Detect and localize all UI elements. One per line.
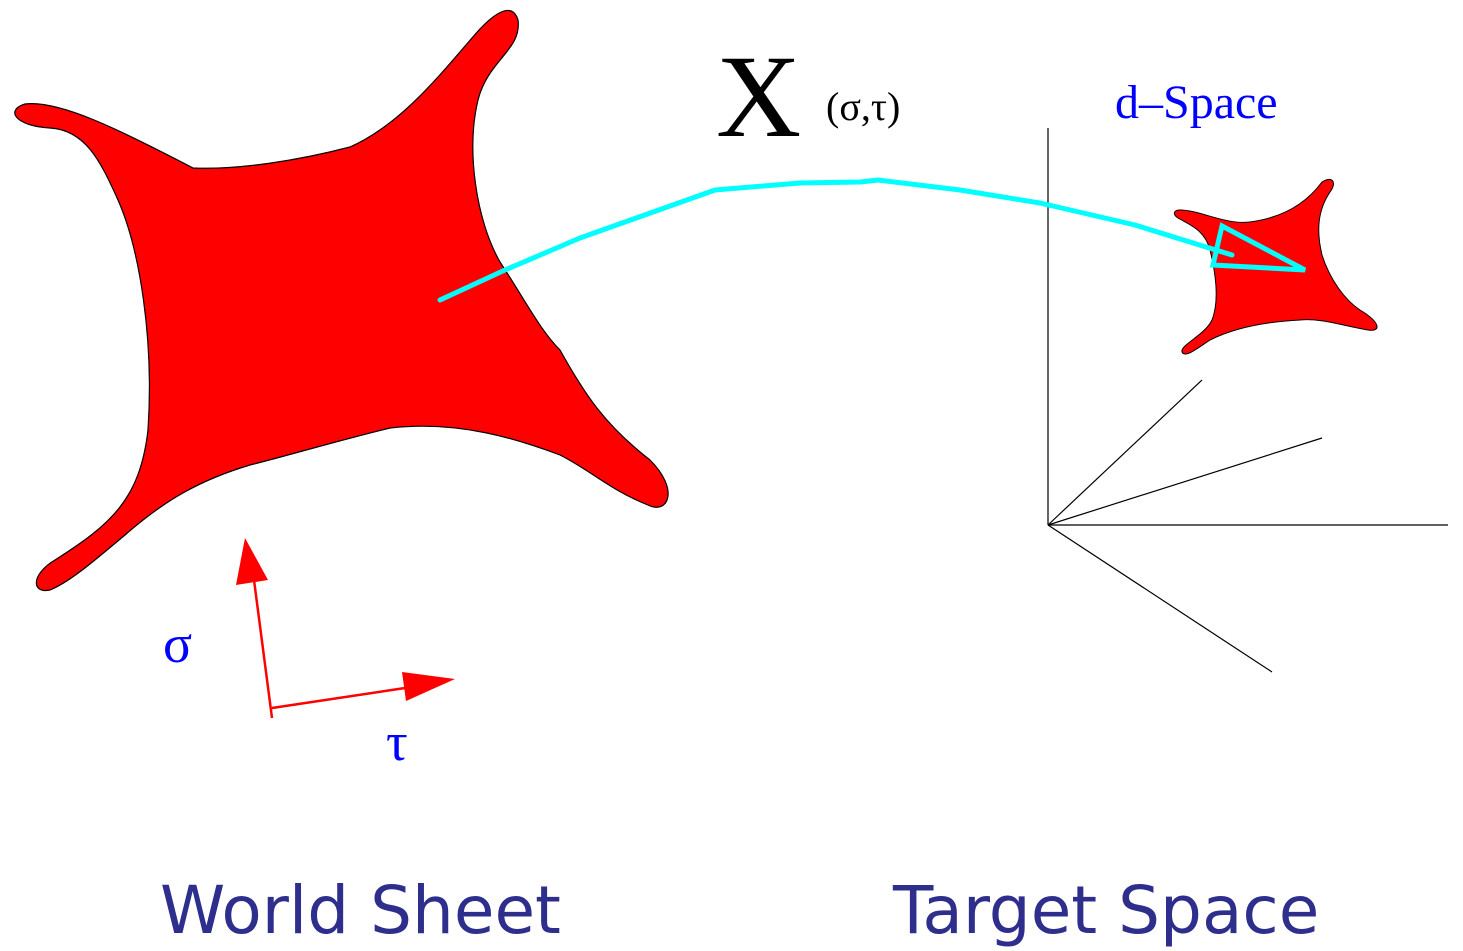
d-space-label: d–Space — [1115, 76, 1278, 129]
map-arguments-label: (σ,τ) — [826, 84, 900, 129]
embedding-map-arrow — [437, 177, 1307, 303]
sigma-axis-line — [252, 579, 274, 719]
tau-label: τ — [386, 712, 408, 772]
target-space-axes — [1047, 128, 1448, 673]
parameter-axes — [236, 538, 455, 719]
axis-diagonal-down — [1047, 524, 1273, 673]
tau-axis-line — [271, 686, 406, 710]
tau-arrowhead — [402, 672, 455, 701]
sigma-arrowhead — [236, 538, 268, 585]
map-arrow-curve — [437, 177, 1235, 303]
axis-diagonal-mid — [1047, 437, 1323, 526]
map-symbol-label: X — [716, 31, 801, 162]
axis-diagonal-up — [1047, 379, 1203, 526]
map-arrow-head — [1209, 222, 1307, 273]
target-space-caption: Target Space — [892, 872, 1319, 949]
sigma-label: σ — [163, 614, 192, 674]
world-sheet-shape — [14, 9, 669, 592]
world-sheet-caption: World Sheet — [160, 872, 561, 949]
